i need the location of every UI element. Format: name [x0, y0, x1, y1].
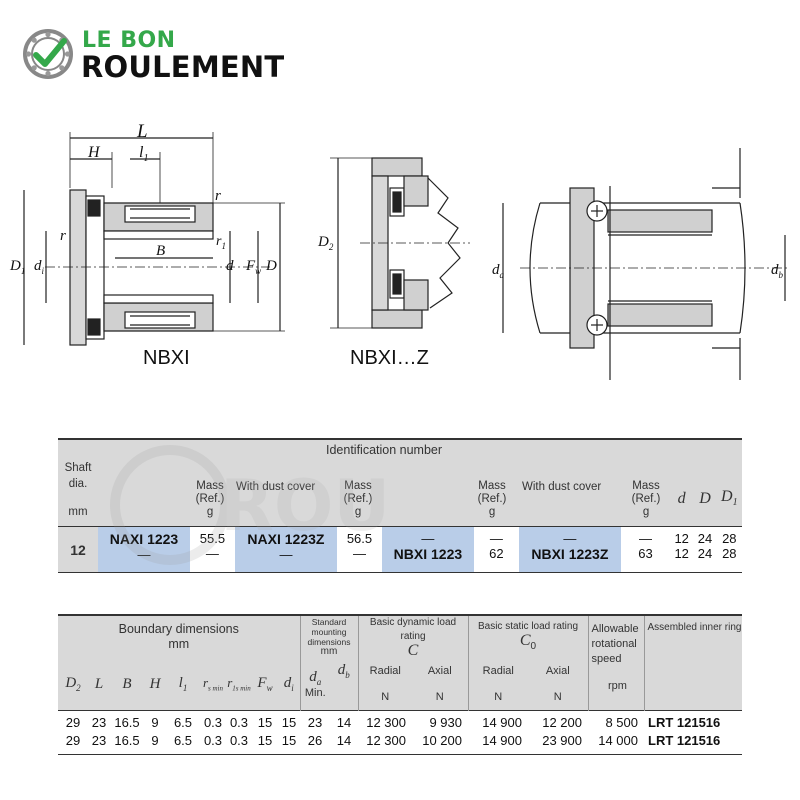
cell-c0r-row2: 14 900 [482, 733, 522, 748]
cell-da-row2: 26 [307, 733, 323, 748]
nbxi-section-drawing [23, 132, 285, 346]
cell-c0r: 14 900 14 900 [468, 711, 528, 755]
label-l1: l1 [139, 144, 149, 165]
nbxi-z-cell: —NBXI 1223Z [518, 526, 621, 573]
cell-B-row1: 16.5 [114, 715, 140, 730]
cell-ring-row2: LRT 121516 [648, 733, 721, 748]
cell-cr: 12 300 12 300 [358, 711, 412, 755]
label-r: r [215, 188, 221, 204]
nbxi-z-section-drawing [330, 157, 470, 329]
col-D1: D1 [716, 439, 742, 527]
label-Fw: Fw [246, 258, 262, 276]
bearing-check-icon [23, 29, 73, 79]
cell-L-row1: 23 [91, 715, 107, 730]
cell-B: 16.5 16.5 [110, 711, 144, 755]
cell-cr-row2: 12 300 [366, 733, 406, 748]
cell-D2-row1: 29 [65, 715, 81, 730]
cell-ring-row1: LRT 121516 [648, 715, 721, 730]
inner-ring-header: Assembled inner ring [644, 615, 742, 711]
col-D: D [693, 439, 717, 527]
label-di: di [34, 258, 45, 276]
cell-H-row1: 9 [151, 715, 159, 730]
cell-c0r-row1: 14 900 [482, 715, 522, 730]
naxi-z-cell: NAXI 1223Z— [234, 526, 338, 573]
shaft-value: 12 [58, 526, 99, 573]
cell-Fw-row2: 15 [257, 733, 273, 748]
cell-B-row2: 16.5 [114, 733, 140, 748]
cell-L-row2: 23 [91, 733, 107, 748]
cell-l1-row2: 6.5 [173, 733, 193, 748]
label-D2: D2 [318, 234, 334, 252]
naxi-cell: NAXI 1223— [98, 526, 190, 573]
cell-r1s-row2: 0.3 [229, 733, 249, 748]
cell-ca-row2: 10 200 [422, 733, 462, 748]
label-L: L [137, 121, 148, 142]
nbxi-cell: —NBXI 1223 [381, 526, 474, 573]
cell-cr-row1: 12 300 [366, 715, 406, 730]
logo-line2: ROULEMENT [81, 50, 285, 84]
label-D: D [266, 258, 277, 274]
caption-nbxi: NBXI [143, 347, 190, 369]
identification-header: Identification number Mass(Ref.)g With d… [98, 439, 671, 527]
cell-speed: 8 500 14 000 [588, 711, 644, 755]
cell-D2-row2: 29 [65, 733, 81, 748]
label-r1: r1 [216, 234, 226, 251]
cell-di-row2: 15 [281, 733, 297, 748]
cell-l1-row1: 6.5 [173, 715, 193, 730]
cell-ca: 9 930 10 200 [412, 711, 468, 755]
logo-line1: LE BON [82, 28, 176, 53]
caption-nbxi-z: NBXI…Z [350, 347, 429, 369]
brand-logo: LE BON ROULEMENT [22, 26, 312, 86]
cell-db-row1: 14 [336, 715, 352, 730]
cell-H-row2: 9 [151, 733, 159, 748]
cell-speed-row2: 14 000 [598, 733, 638, 748]
cell-rs-row1: 0.3 [203, 715, 223, 730]
label-da: da [492, 262, 504, 280]
cell-c0a: 12 200 23 900 [528, 711, 588, 755]
bearing-drawings [23, 132, 790, 380]
cell-Fw-row1: 15 [257, 715, 273, 730]
cell-r1s-row1: 0.3 [229, 715, 249, 730]
label-H: H [88, 144, 100, 161]
cell-c0a-row2: 23 900 [542, 733, 582, 748]
cell-speed-row1: 8 500 [605, 715, 638, 730]
cell-ca-row1: 9 930 [429, 715, 462, 730]
cell-c0a-row1: 12 200 [542, 715, 582, 730]
label-r-left: r [60, 228, 66, 244]
label-db: db [771, 262, 783, 280]
label-d: d [226, 258, 234, 274]
label-D1: D1 [10, 258, 26, 276]
mounting-drawing [502, 148, 790, 380]
cell-rs-row2: 0.3 [203, 733, 223, 748]
cell-db-row2: 14 [336, 733, 352, 748]
cell-di-row1: 15 [281, 715, 297, 730]
label-B: B [156, 243, 166, 259]
cell-da-row1: 23 [307, 715, 323, 730]
col-d: d [670, 439, 694, 527]
